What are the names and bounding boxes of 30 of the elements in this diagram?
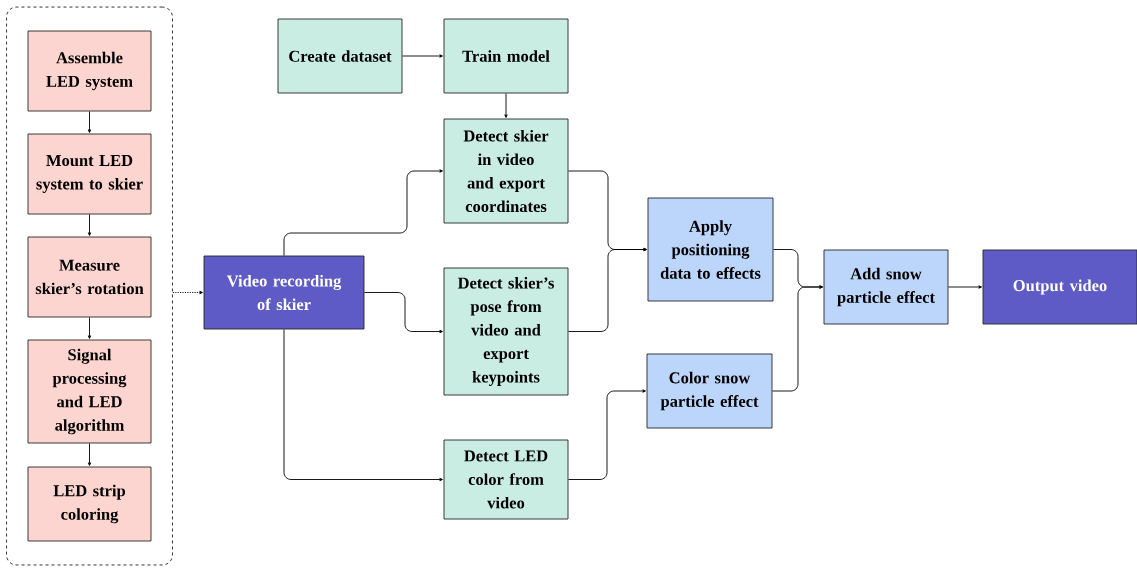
arrow — [87, 214, 92, 236]
process-box: Output video — [982, 249, 1137, 325]
process-box: Mount LED system to skier — [27, 133, 152, 215]
arrow — [948, 285, 982, 289]
arrow — [87, 317, 92, 339]
process-box: Add snow particle effect — [823, 249, 949, 325]
process-box: Train model — [443, 18, 569, 94]
arrow — [568, 389, 646, 480]
process-box: Assemble LED system — [27, 30, 152, 112]
process-box: Measure skier’s rotation — [27, 236, 152, 318]
arrow — [504, 93, 508, 118]
process-box: Apply positioning data to effects — [647, 197, 774, 302]
process-box: Create dataset — [277, 18, 403, 94]
process-box: Video recording of skier — [203, 255, 365, 330]
arrow — [772, 285, 823, 392]
arrow — [402, 54, 443, 58]
process-box: Signal processing and LED algorithm — [27, 339, 152, 444]
arrow — [87, 111, 92, 133]
arrow — [283, 329, 443, 482]
process-box: Detect skier in video and export coordinates — [443, 118, 569, 224]
arrow — [364, 292, 443, 334]
arrow — [87, 443, 92, 466]
process-box: Color snow particle effect — [646, 353, 773, 429]
process-box: Detect skier’s pose from video and export keypoints — [443, 267, 569, 396]
process-box: Detect LED color from video — [443, 439, 569, 520]
dashed-group-frame — [6, 6, 173, 566]
process-box: LED strip coloring — [27, 466, 152, 542]
arrow — [283, 169, 443, 256]
arrow — [172, 290, 203, 295]
arrow — [568, 247, 647, 332]
